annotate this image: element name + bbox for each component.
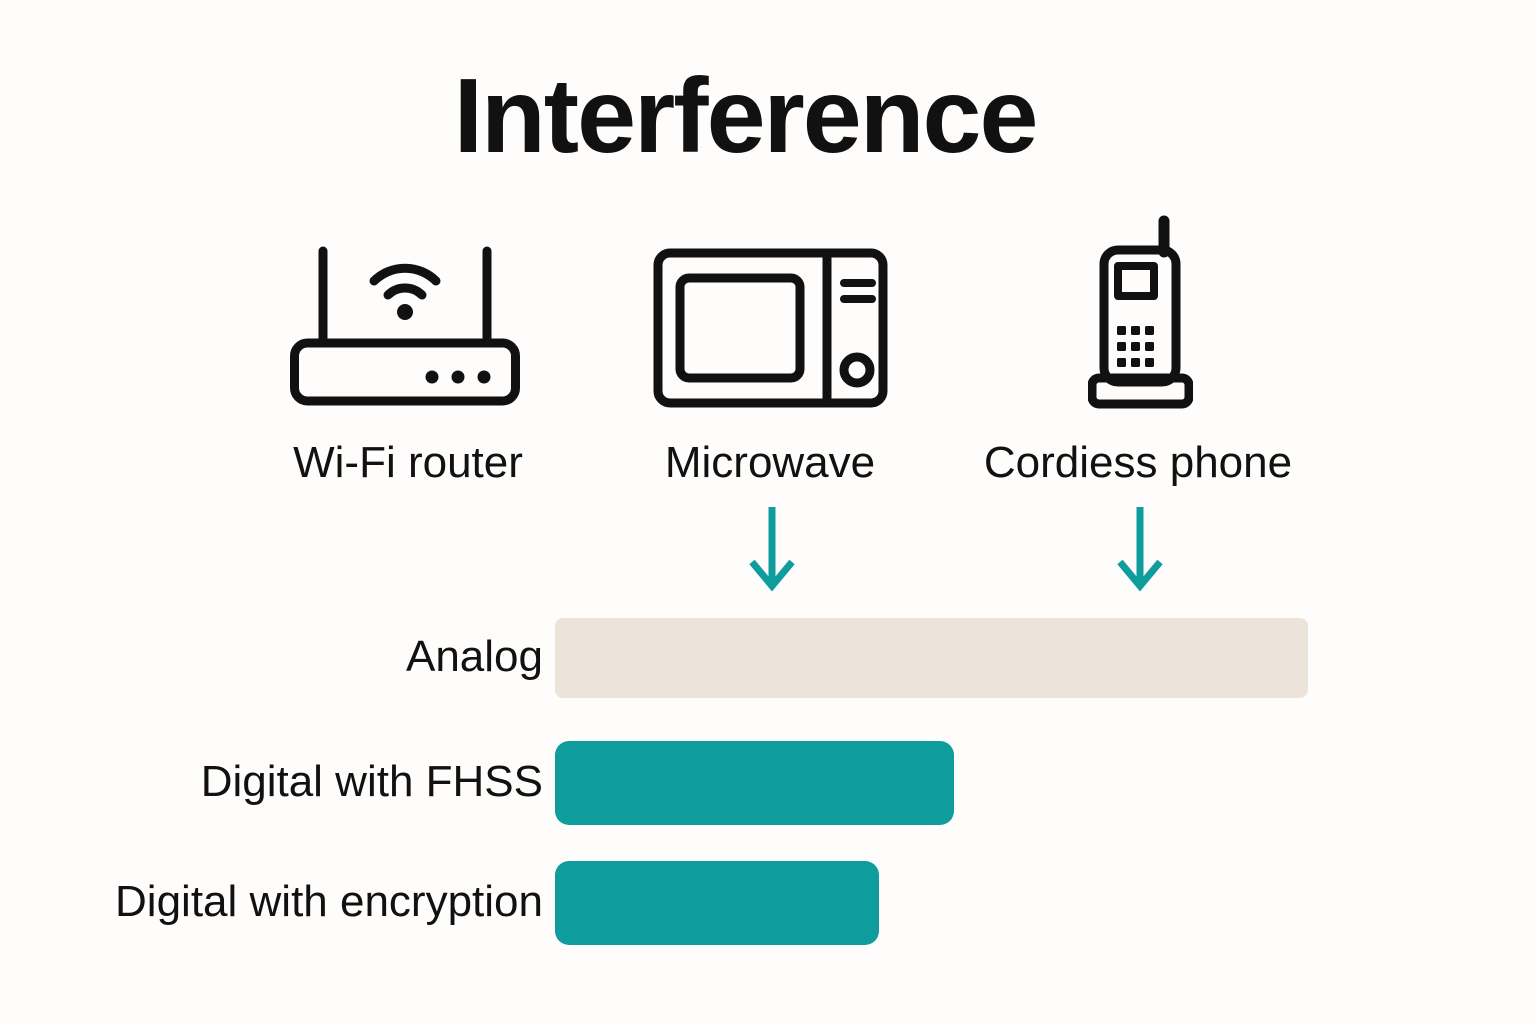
bar-digital-encryption [555, 861, 879, 945]
bar-label-analog: Analog [405, 632, 543, 681]
cordless-phone-icon [1088, 215, 1193, 409]
wifi-router-icon [290, 246, 520, 406]
device-label-microwave: Microwave [664, 438, 876, 487]
page-title: Interference [453, 57, 1039, 175]
microwave-icon [653, 248, 888, 408]
bar-label-digital-fhss: Digital with FHSS [200, 757, 543, 806]
device-label-cordless-phone: Cordiess phone [983, 438, 1293, 487]
device-label-wifi-router: Wi-Fi router [293, 438, 523, 487]
down-arrow-icon [749, 507, 795, 592]
bar-analog [555, 618, 1308, 698]
down-arrow-icon [1117, 507, 1163, 592]
bar-digital-fhss [555, 741, 954, 825]
bar-label-digital-encryption: Digital with encryption [115, 877, 543, 926]
